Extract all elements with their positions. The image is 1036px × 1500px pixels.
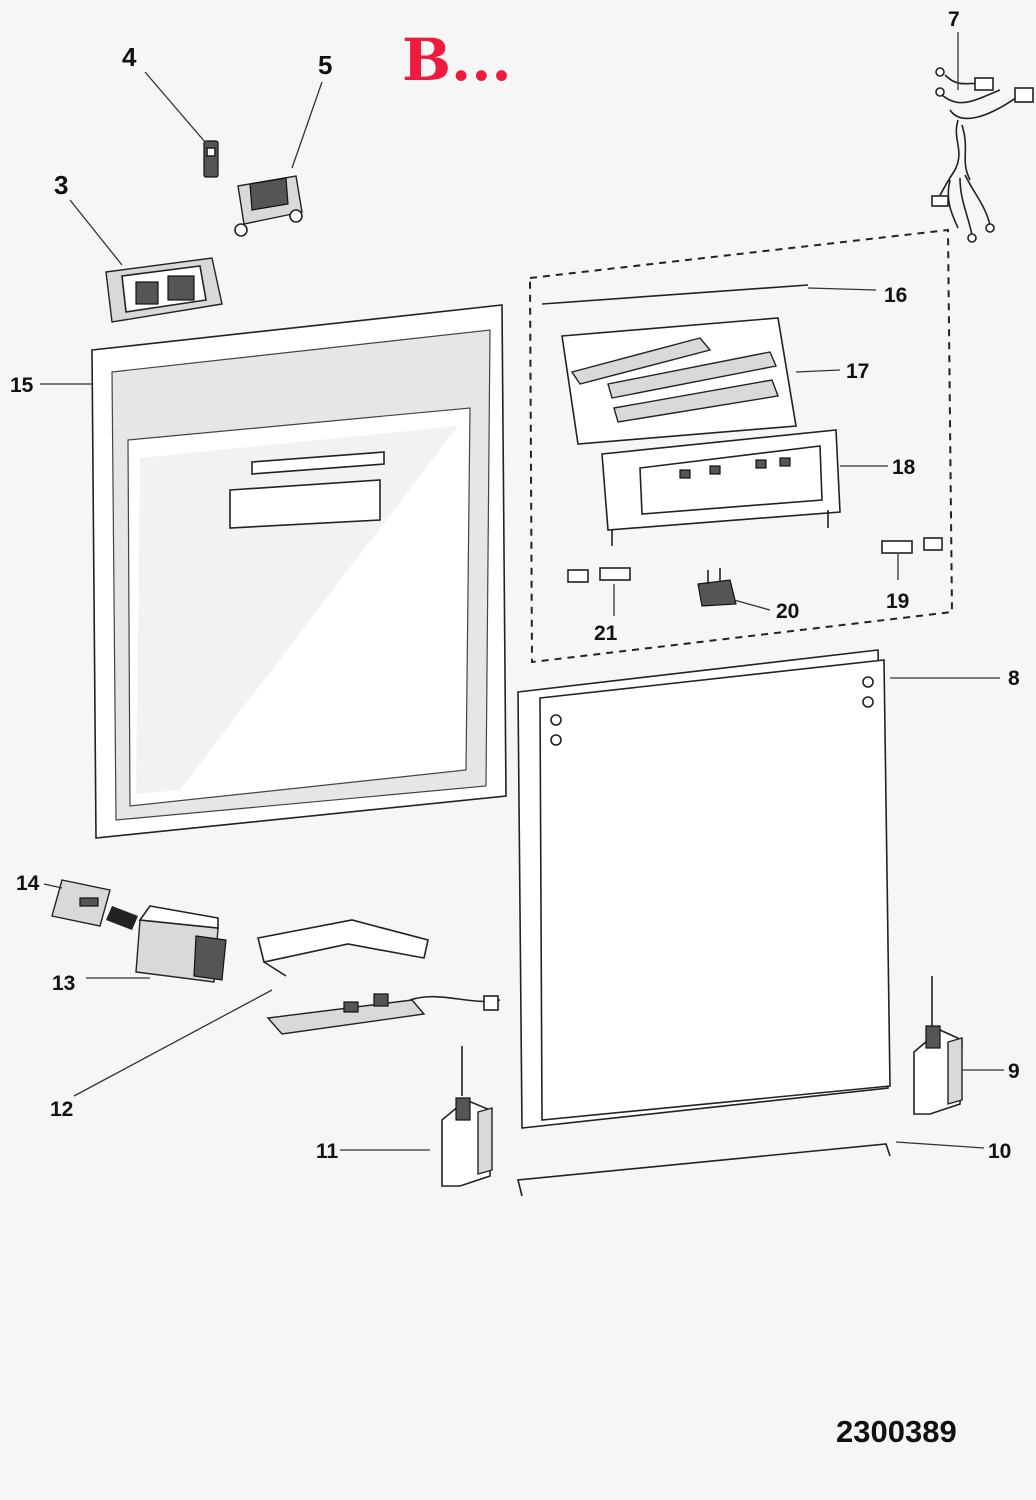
callout-9: 9	[1008, 1060, 1020, 1083]
part-11-hinge-left	[340, 1046, 493, 1187]
callout-12: 12	[50, 1098, 73, 1121]
part-7-wiring-harness	[931, 32, 1034, 243]
control-panel-group-box	[528, 228, 954, 664]
callout-10: 10	[988, 1140, 1011, 1163]
callout-18: 18	[892, 456, 916, 479]
callout-4: 4	[122, 42, 137, 72]
callout-11: 11	[316, 1140, 339, 1163]
part-12-electronic-board	[73, 919, 501, 1097]
callout-5: 5	[318, 50, 332, 80]
part-15-inner-door	[40, 304, 507, 839]
part-5-door-switch	[234, 81, 323, 237]
drawing-number: 2300389	[836, 1414, 957, 1449]
part-21-buttons	[567, 567, 631, 616]
part-17-button-set	[561, 317, 841, 445]
callout-15: 15	[10, 374, 34, 397]
callout-17: 17	[846, 360, 869, 383]
part-19-buttons	[881, 537, 943, 580]
callout-19: 19	[886, 590, 909, 613]
callout-7: 7	[948, 8, 960, 31]
part-14-label	[43, 879, 111, 927]
part-13-dispenser	[86, 905, 227, 983]
part-20-switch	[697, 568, 771, 611]
section-code: B...	[402, 26, 512, 94]
callout-21: 21	[594, 622, 618, 645]
part-4-clip	[144, 71, 219, 178]
callout-13: 13	[52, 972, 75, 995]
part-3-door-lock	[69, 199, 223, 323]
part-9-hinge-right	[913, 976, 1004, 1115]
part-16-strip	[541, 284, 877, 305]
callout-3: 3	[54, 170, 68, 200]
part-10-rod	[516, 1141, 985, 1197]
callout-20: 20	[776, 600, 799, 623]
callout-14: 14	[16, 872, 40, 895]
callout-16: 16	[884, 284, 907, 307]
part-8-outer-door	[517, 649, 1000, 1129]
callout-8: 8	[1008, 667, 1020, 690]
part-18-control-panel	[601, 429, 888, 546]
